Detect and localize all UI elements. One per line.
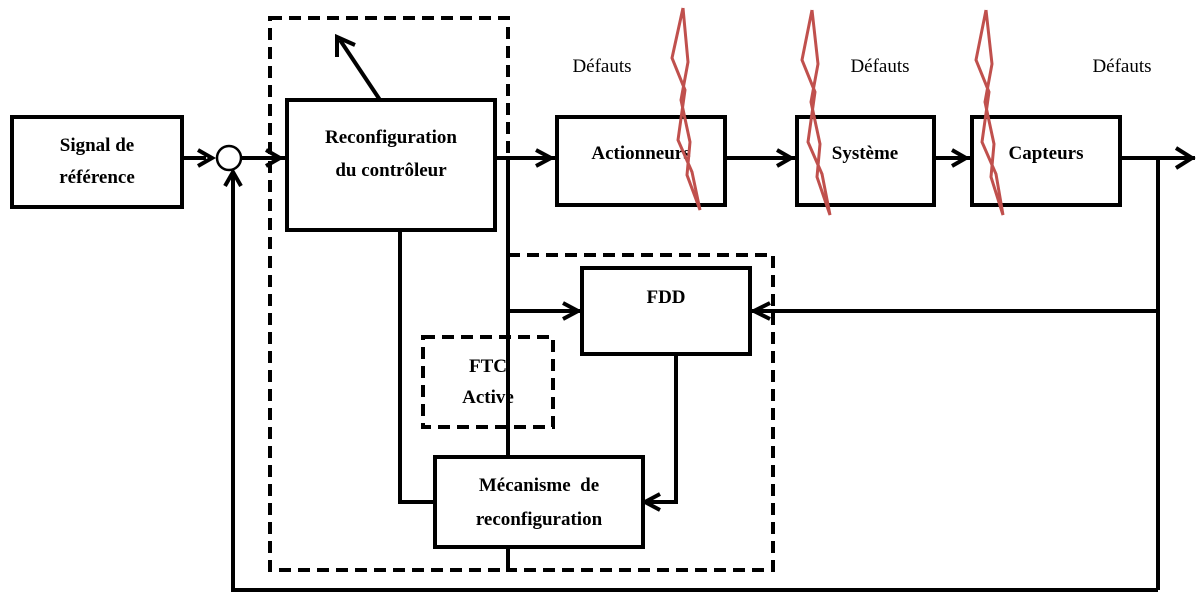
- actuators-label: Actionneurs: [591, 143, 690, 164]
- reconfiguration-arrowhead: [335, 33, 356, 57]
- wire-mechanism-to-controller: [398, 230, 434, 504]
- fault-label-sensors: Défauts: [1092, 56, 1151, 77]
- arrowhead-fdd-right: [749, 301, 771, 321]
- fault-lightning-icon: [800, 9, 832, 216]
- system-label: Système: [832, 143, 898, 164]
- actuators-block: Actionneurs: [555, 115, 727, 207]
- reference-signal-label-line2: référence: [59, 167, 135, 188]
- reconfiguration-mechanism-box: [433, 455, 645, 549]
- controller-box: [285, 98, 497, 232]
- ftc-active-region: [506, 253, 775, 572]
- ftc-active-label-line1: FTC: [469, 356, 507, 377]
- fdd-label: FDD: [646, 287, 685, 308]
- arrowhead-fdd-left: [562, 301, 583, 321]
- reference-signal-box: [10, 115, 184, 209]
- ftc-active-block: FTC Active: [421, 335, 555, 429]
- arrowhead-sum-in: [197, 148, 217, 168]
- controller-label-line2: du contrôleur: [335, 160, 447, 181]
- controller-label-line1: Reconfiguration: [325, 127, 457, 148]
- reconfiguration-mechanism-label-line2: reconfiguration: [476, 509, 603, 530]
- summing-junction: [215, 144, 243, 172]
- fault-label-system: Défauts: [850, 56, 909, 77]
- reconfiguration-mechanism-label-line1: Mécanisme de: [479, 475, 599, 496]
- reference-signal-block: Signal de référence: [10, 115, 184, 209]
- wire-feedback: [231, 172, 1158, 592]
- wire-control-to-fdd: [506, 158, 580, 313]
- fault-label-actuators: Défauts: [572, 56, 631, 77]
- arrowhead-controller-in: [265, 148, 285, 168]
- reconfiguration-mechanism-block: Mécanisme de reconfiguration: [433, 455, 645, 549]
- arrowhead-output: [1174, 146, 1196, 170]
- arrowhead-sensors-in: [951, 148, 971, 168]
- fdd-box: [580, 266, 752, 356]
- reference-signal-label-line1: Signal de: [60, 135, 134, 156]
- arrowhead-feedback: [223, 167, 243, 187]
- ftc-active-label-line2: Active: [462, 387, 514, 408]
- fdd-block: FDD: [580, 266, 752, 356]
- sensors-label: Capteurs: [1009, 143, 1084, 164]
- fault-lightning-icon: [974, 9, 1005, 216]
- ftc-active-box: [421, 335, 555, 429]
- arrowhead-actuators-in: [535, 148, 556, 168]
- connections: [183, 33, 1196, 592]
- controller-block: Reconfiguration du contrôleur: [285, 98, 497, 232]
- arrowhead-system-in: [776, 148, 796, 168]
- fault-lightning-icon: [670, 7, 702, 211]
- reconfiguration-arrow: [338, 38, 382, 102]
- wire-fdd-to-mechanism: [645, 355, 678, 504]
